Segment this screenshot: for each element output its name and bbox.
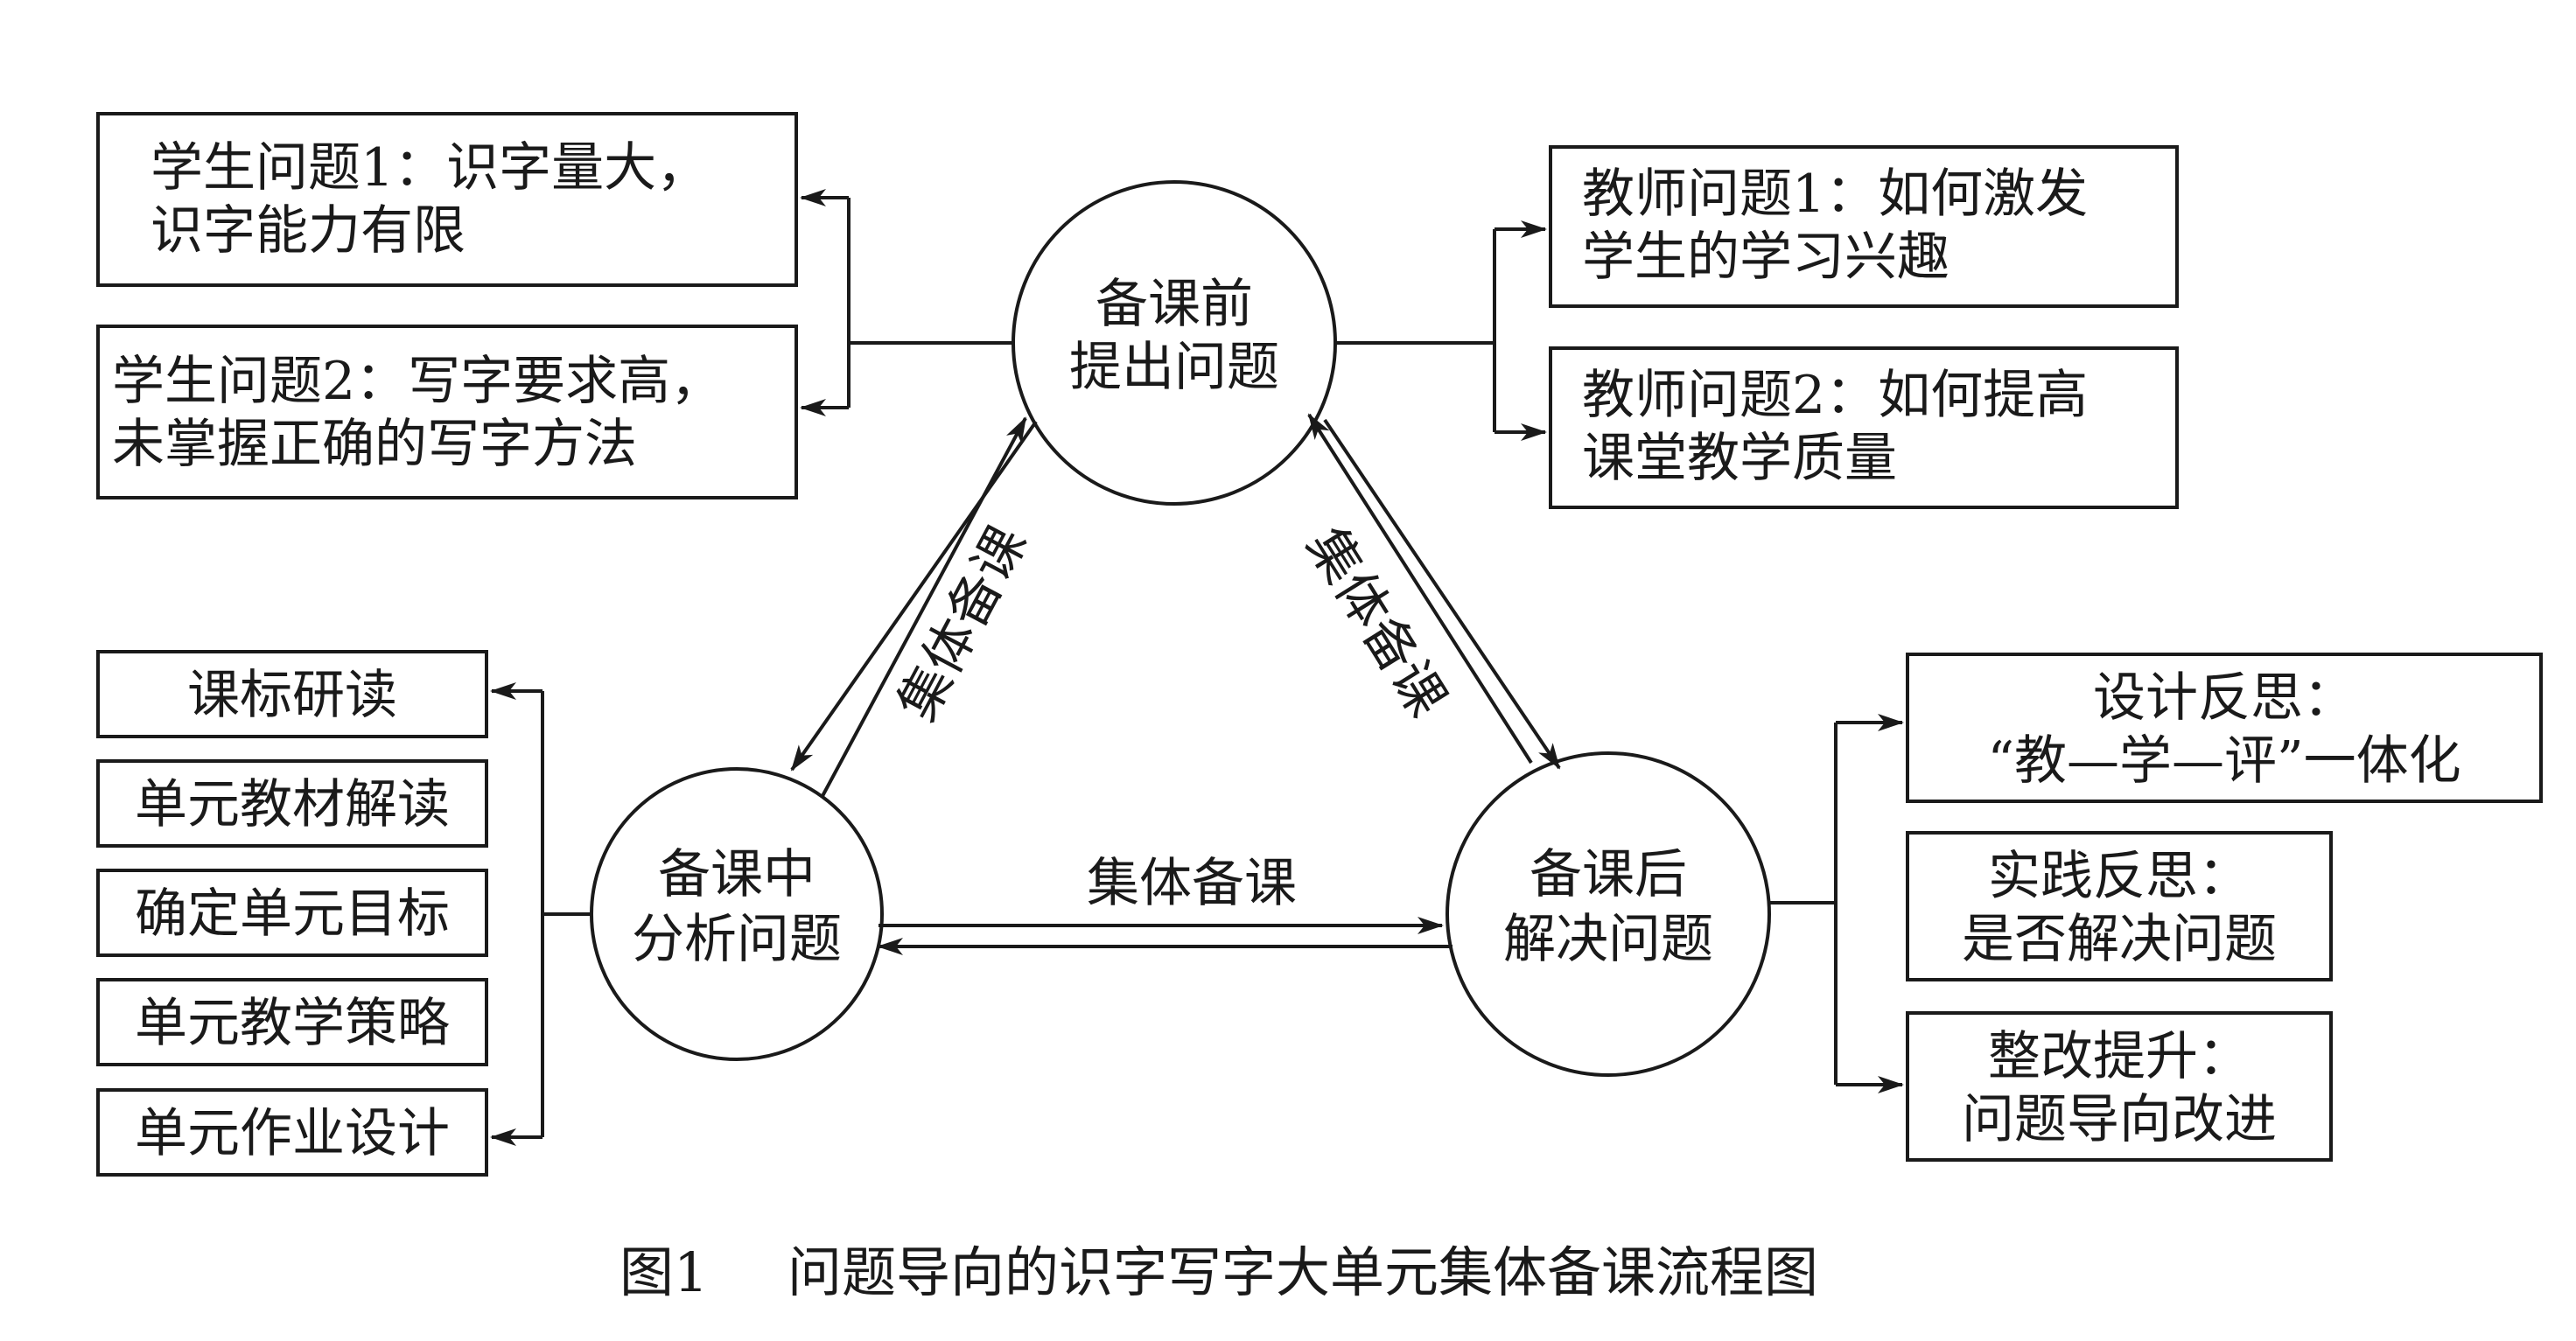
caption-title: 问题导向的识字写字大单元集体备课流程图 [788, 1240, 1818, 1304]
analysis-item-3: 确定单元目标 [135, 884, 450, 945]
student-problem-2-line1: 学生问题2：写字要求高， [112, 351, 723, 412]
teacher-problem-1-line1: 教师问题1：如何激发 [1582, 164, 2088, 225]
node-before-circle [1012, 180, 1337, 506]
node-after-line1: 备课后 [1530, 844, 1687, 905]
reflection-3-box [1906, 1011, 2333, 1162]
caption-figure-number: 图1 [620, 1240, 708, 1304]
node-middle-circle [590, 767, 884, 1061]
edge-bottom-label: 集体备课 [1087, 853, 1297, 914]
node-before-line2: 提出问题 [1069, 337, 1279, 398]
node-after-circle [1446, 751, 1771, 1077]
edge-left-arrow-down [790, 420, 1038, 772]
reflection-2-line2: 是否解决问题 [1962, 909, 2277, 970]
node-middle-line2: 分析问题 [632, 909, 842, 970]
reflection-3-line1: 整改提升： [1988, 1026, 2250, 1087]
reflection-1-box [1906, 653, 2543, 803]
teacher-problem-1-box [1549, 145, 2179, 308]
node-after-line2: 解决问题 [1503, 909, 1713, 970]
reflection-2-box [1906, 831, 2333, 981]
analysis-item-5-box [96, 1088, 488, 1177]
reflection-3-line2: 问题导向改进 [1962, 1089, 2277, 1150]
analysis-item-1-box [96, 650, 488, 738]
analysis-item-1: 课标研读 [187, 665, 397, 726]
reflection-1-line2: “教—学—评”一体化 [1987, 730, 2460, 792]
teacher-problem-2-line1: 教师问题2：如何提高 [1582, 365, 2088, 426]
edge-right-arrow-up [1307, 413, 1533, 765]
teacher-problem-2-box [1549, 346, 2179, 509]
teacher-problem-1-line2: 学生的学习兴趣 [1582, 227, 1950, 288]
edge-left-label: 集体备课 [886, 516, 1039, 730]
edge-left-arrow-up [821, 416, 1027, 797]
student-problem-2-box [96, 325, 798, 499]
node-middle-line1: 备课中 [658, 844, 816, 905]
edge-right-arrow-down [1323, 418, 1561, 770]
teacher-problem-2-line2: 课堂教学质量 [1582, 428, 1897, 489]
analysis-item-4: 单元教学策略 [135, 993, 450, 1054]
analysis-item-4-box [96, 978, 488, 1066]
analysis-item-2: 单元教材解读 [135, 774, 450, 835]
student-problem-1-line2: 识字能力有限 [150, 200, 466, 262]
analysis-item-5: 单元作业设计 [135, 1103, 450, 1164]
reflection-1-line1: 设计反思： [2093, 667, 2356, 729]
analysis-item-2-box [96, 759, 488, 848]
node-before-line1: 备课前 [1096, 274, 1253, 335]
student-problem-1-line1: 学生问题1：识字量大， [150, 137, 709, 199]
analysis-item-3-box [96, 869, 488, 957]
reflection-2-line1: 实践反思： [1988, 846, 2250, 907]
student-problem-2-line2: 未掌握正确的写字方法 [112, 414, 637, 475]
student-problem-1-box [96, 112, 798, 287]
edge-right-label: 集体备课 [1295, 517, 1459, 728]
